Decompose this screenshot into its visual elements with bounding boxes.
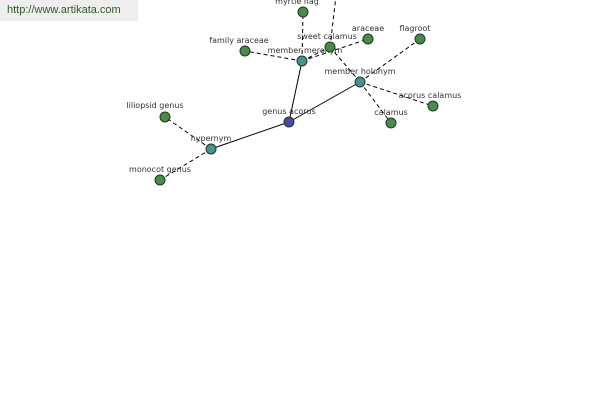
edge-member-holonym-to-flagroot — [359, 38, 421, 83]
node-label[interactable]: acorus calamus — [399, 91, 462, 100]
edge-center-to-member-holonym — [288, 81, 361, 123]
edge-member-meronym-to-sweet-calamus — [301, 46, 331, 62]
graph-node-center[interactable]: genus acorus — [262, 107, 316, 128]
nodes-layer: genus acorus hypernym member meronym member… — [126, 0, 462, 186]
graph-node-liliopsid-genus[interactable]: liliopsid genus — [126, 101, 184, 123]
node-marker[interactable] — [324, 41, 336, 53]
graph-node-flagroot[interactable]: flagroot — [399, 24, 431, 45]
node-marker[interactable] — [385, 117, 397, 129]
edge-member-meronym-to-family-araceae — [244, 50, 303, 62]
edge-member-holonym-to-sweet-calamus — [329, 46, 361, 83]
node-marker[interactable] — [362, 33, 374, 45]
graph-node-monocot-genus[interactable]: monocot genus — [129, 165, 191, 186]
node-marker[interactable] — [159, 111, 171, 123]
node-label[interactable]: monocot genus — [129, 165, 191, 174]
edges-layer — [159, 0, 434, 181]
node-marker[interactable] — [427, 100, 439, 112]
node-label[interactable]: hypernym — [191, 134, 232, 143]
graph-node-myrtle-flag[interactable]: myrtle flag — [275, 0, 319, 18]
graph-node-member-holonym[interactable]: member holonym — [324, 67, 396, 88]
node-label[interactable]: member holonym — [324, 67, 395, 76]
node-marker[interactable] — [154, 174, 166, 186]
graph-node-sweet-calamus[interactable]: sweet calamus — [297, 32, 357, 53]
node-label[interactable]: liliopsid genus — [126, 101, 183, 110]
node-marker[interactable] — [283, 116, 295, 128]
node-marker[interactable] — [354, 76, 366, 88]
edge-hypernym-to-liliopsid-genus — [164, 116, 212, 150]
graph-node-hypernym[interactable]: hypernym — [191, 134, 232, 155]
graph-node-calamus[interactable]: calamus — [374, 108, 408, 129]
node-label[interactable]: genus acorus — [262, 107, 316, 116]
edge-hypernym-to-monocot-genus — [159, 148, 212, 181]
graph-node-family-araceae[interactable]: family araceae — [209, 36, 269, 57]
edge-member-meronym-to-myrtle-flag — [301, 11, 304, 62]
node-marker[interactable] — [414, 33, 426, 45]
node-marker[interactable] — [297, 6, 309, 18]
edge-member-holonym-to-calamus — [359, 81, 392, 124]
artikata-url-link[interactable]: http://www.artikata.com — [0, 0, 138, 21]
node-marker[interactable] — [296, 55, 308, 67]
graph-node-acorus-calamus[interactable]: acorus calamus — [399, 91, 462, 112]
node-label[interactable]: member meronym — [268, 46, 343, 55]
node-label[interactable]: calamus — [374, 108, 407, 117]
graph-node-araceae[interactable]: araceae — [352, 24, 384, 45]
node-label[interactable]: flagroot — [399, 24, 430, 33]
node-label[interactable]: family araceae — [209, 36, 269, 45]
edge-member-meronym-to-araceae — [301, 38, 369, 62]
edge-center-to-member-meronym — [288, 60, 303, 123]
node-label[interactable]: araceae — [352, 24, 384, 33]
edge-sweet-calamus-to-offscreen-top — [329, 0, 337, 48]
node-marker[interactable] — [205, 143, 217, 155]
graph-node-member-meronym[interactable]: member meronym — [268, 46, 343, 67]
edge-member-holonym-to-acorus-calamus — [359, 81, 434, 107]
edge-center-to-hypernym — [210, 121, 290, 150]
node-label[interactable]: myrtle flag — [275, 0, 319, 6]
node-label[interactable]: sweet calamus — [297, 32, 357, 41]
node-marker[interactable] — [239, 45, 251, 57]
